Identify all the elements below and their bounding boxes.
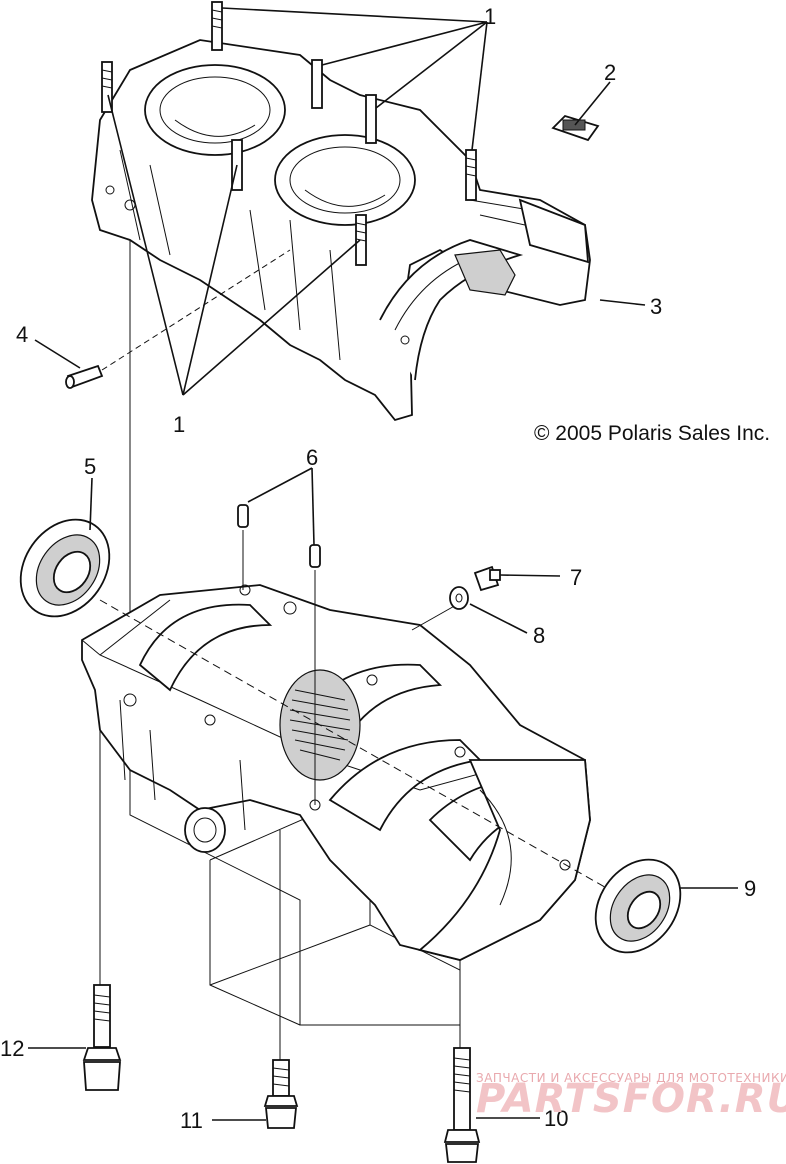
- callout-7: 7: [570, 565, 582, 590]
- callout-1-leaders: [107, 7, 488, 396]
- callout-4: 4: [16, 322, 28, 347]
- part-12-bolt: [28, 984, 122, 1091]
- callout-1-bottom: 1: [173, 412, 185, 437]
- callout-9: 9: [744, 876, 756, 901]
- part-10-bolt: [443, 1047, 540, 1163]
- callout-11: 11: [180, 1108, 203, 1133]
- part-11-bolt: [212, 1059, 299, 1129]
- watermark-brand: PARTSFOR.RU: [476, 1076, 786, 1122]
- part-7-bolt: [473, 565, 561, 592]
- lower-crankcase: [81, 584, 591, 1026]
- part-6-dowels: [237, 467, 321, 805]
- callout-3-leader: [599, 299, 646, 306]
- copyright-notice: © 2005 Polaris Sales Inc.: [534, 422, 770, 445]
- callout-5: 5: [84, 454, 96, 479]
- callout-8: 8: [533, 623, 545, 648]
- part-4-dowel: [34, 249, 291, 389]
- callout-6: 6: [306, 445, 318, 470]
- part-9-seal: [594, 858, 738, 954]
- seal-axis-line: [99, 599, 611, 891]
- callout-2: 2: [604, 60, 616, 85]
- part-2-plug: [551, 81, 611, 142]
- callout-1-top: 1: [484, 4, 496, 29]
- upper-crankcase: [91, 39, 591, 422]
- watermark-tagline: ЗАПЧАСТИ И АКСЕССУАРЫ ДЛЯ МОТОТЕХНИКИ: [476, 1071, 786, 1085]
- callout-10: 10: [544, 1106, 568, 1131]
- part-8-washer: [449, 586, 528, 634]
- part-5-seal: [19, 477, 111, 618]
- callout-3: 3: [650, 294, 662, 319]
- callout-12: 12: [0, 1036, 24, 1061]
